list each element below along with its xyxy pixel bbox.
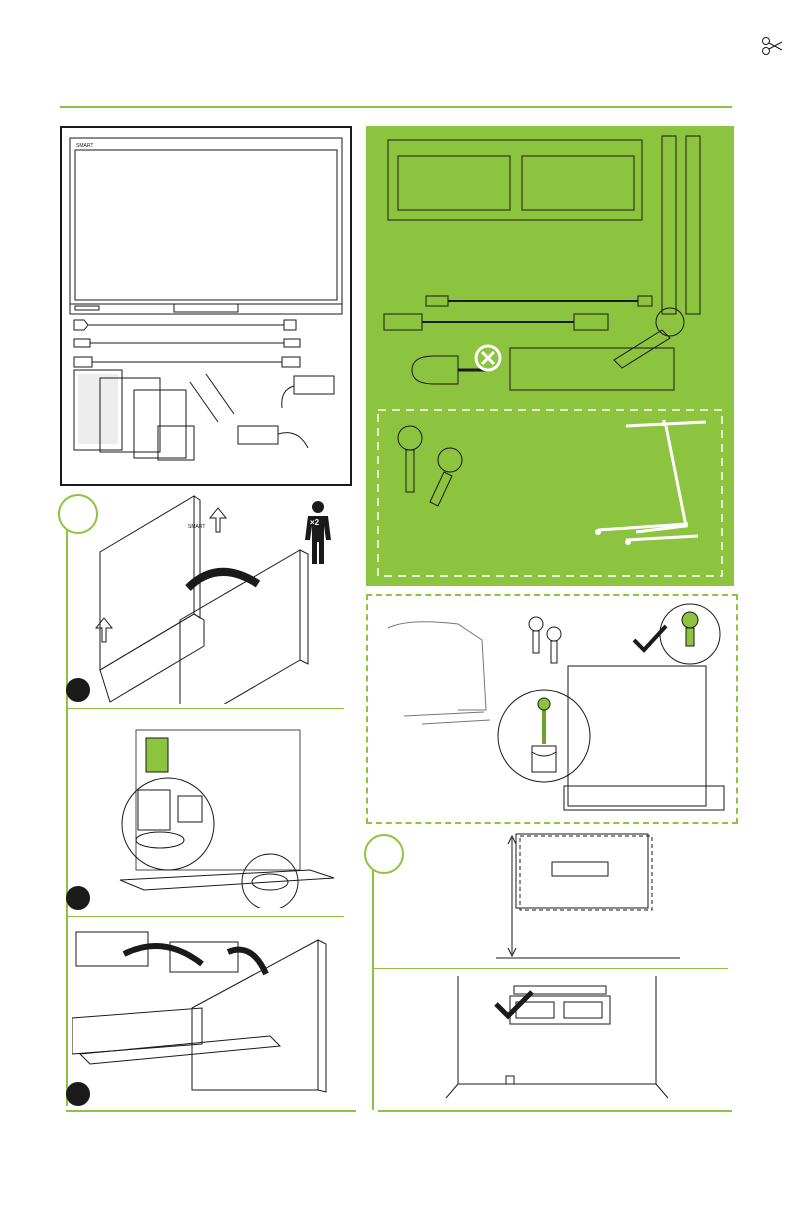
documents — [74, 370, 194, 460]
hdmi-cable-icon — [74, 357, 300, 367]
wall-measure-illustration — [490, 832, 690, 964]
step-circle-b — [364, 834, 404, 874]
scissors-icon — [760, 34, 784, 58]
eye-bolt-panel — [366, 594, 738, 824]
step-divider-right — [374, 968, 728, 969]
people-icon — [302, 500, 334, 566]
detail-circle — [498, 690, 590, 782]
right-steps-rule — [372, 870, 374, 1110]
eye-bolt-icon — [529, 617, 561, 663]
step-bullet-2 — [66, 886, 90, 910]
tools-panel — [366, 126, 734, 586]
display-brand: SMART — [76, 143, 93, 149]
hdmi-cable-icon — [384, 314, 608, 330]
eye-bolt-icon — [398, 426, 462, 506]
step-divider-2 — [66, 916, 344, 917]
rotate-icon — [532, 752, 556, 756]
step-bullet-1 — [66, 678, 90, 702]
power-cable-icon — [74, 320, 296, 330]
step-2-illustration — [110, 712, 346, 908]
adapter-icon — [238, 376, 334, 448]
usb-cable-icon — [426, 296, 652, 306]
wall-bracket-icon — [388, 136, 700, 314]
no-icon — [476, 346, 500, 370]
header-rule — [60, 106, 732, 108]
interactive-display — [70, 138, 342, 314]
box-contents-panel: SMART — [60, 126, 352, 486]
hoist-icon — [388, 622, 490, 724]
usb-cable-icon — [74, 339, 300, 347]
detail-circle-top — [660, 604, 720, 664]
left-bottom-rule — [66, 1110, 356, 1112]
pen-icon — [190, 374, 234, 422]
check-icon — [494, 990, 534, 1020]
box-brand: SMART — [188, 524, 205, 530]
step-3-illustration — [72, 922, 334, 1100]
left-steps-rule — [66, 512, 68, 1106]
right-bottom-rule — [378, 1110, 732, 1112]
people-count: ×2 — [310, 518, 319, 527]
step-divider-1 — [66, 708, 344, 709]
level-icon — [510, 348, 674, 390]
check-icon — [634, 626, 666, 650]
hoist-icon — [595, 420, 706, 545]
wall-level-illustration — [440, 972, 670, 1104]
display-back — [564, 666, 724, 810]
